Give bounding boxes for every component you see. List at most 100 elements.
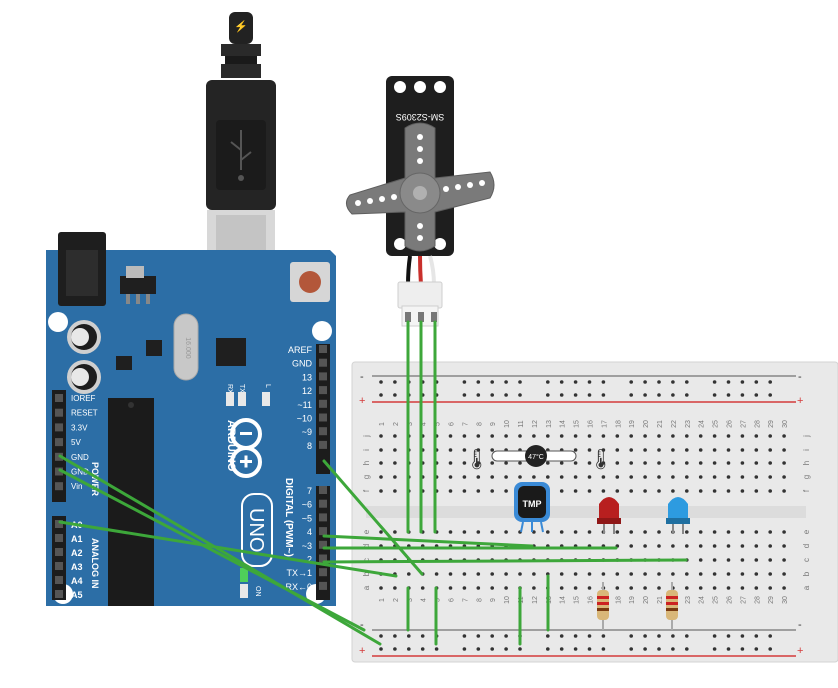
digital-pin-socket[interactable]	[319, 386, 327, 395]
rail-hole[interactable]	[546, 380, 550, 384]
breadboard-hole[interactable]	[754, 572, 759, 576]
rail-hole[interactable]	[379, 393, 383, 397]
digital-pin-socket[interactable]	[319, 440, 327, 449]
breadboard-hole[interactable]	[671, 448, 675, 452]
breadboard-hole[interactable]	[615, 586, 620, 590]
breadboard-hole[interactable]	[740, 544, 745, 548]
breadboard-hole[interactable]	[601, 448, 606, 452]
breadboard-hole[interactable]	[768, 572, 772, 576]
breadboard-hole[interactable]	[379, 434, 383, 438]
breadboard-hole[interactable]	[546, 530, 550, 534]
analog-pin-socket[interactable]	[55, 534, 63, 542]
rail-hole[interactable]	[726, 380, 731, 384]
breadboard-hole[interactable]	[393, 586, 397, 590]
rail-hole[interactable]	[476, 647, 481, 651]
breadboard-hole[interactable]	[504, 434, 508, 438]
breadboard-hole[interactable]	[782, 489, 786, 493]
breadboard-hole[interactable]	[782, 572, 786, 576]
rail-hole[interactable]	[434, 647, 439, 651]
rail-hole[interactable]	[768, 393, 772, 397]
breadboard-hole[interactable]	[587, 448, 592, 452]
rail-hole[interactable]	[462, 393, 467, 397]
rail-hole[interactable]	[629, 634, 633, 638]
breadboard-hole[interactable]	[448, 586, 453, 590]
digital-pin-socket[interactable]	[319, 527, 327, 536]
breadboard-hole[interactable]	[712, 558, 717, 562]
breadboard-hole[interactable]	[768, 448, 772, 452]
digital-pin-socket[interactable]	[319, 427, 327, 436]
breadboard-hole[interactable]	[504, 461, 508, 465]
breadboard-hole[interactable]	[671, 461, 675, 465]
resistor-2[interactable]	[666, 582, 678, 630]
breadboard-hole[interactable]	[698, 530, 703, 534]
breadboard-hole[interactable]	[629, 530, 633, 534]
digital-pin-socket[interactable]	[319, 554, 327, 563]
breadboard-hole[interactable]	[643, 586, 647, 590]
breadboard-hole[interactable]	[698, 544, 703, 548]
breadboard-hole[interactable]	[420, 586, 425, 590]
servo-motor[interactable]: SM-S2309S	[346, 76, 495, 327]
breadboard-hole[interactable]	[518, 461, 522, 465]
breadboard-hole[interactable]	[601, 475, 606, 479]
rail-hole[interactable]	[685, 647, 689, 651]
rail-hole[interactable]	[393, 634, 397, 638]
breadboard-hole[interactable]	[476, 489, 481, 493]
digital-pin-socket[interactable]	[319, 499, 327, 508]
digital-pin-socket[interactable]	[319, 486, 327, 494]
breadboard-hole[interactable]	[559, 530, 564, 534]
breadboard-hole[interactable]	[740, 475, 745, 479]
power-pin-socket[interactable]	[55, 438, 63, 447]
rail-hole[interactable]	[740, 380, 745, 384]
breadboard-hole[interactable]	[587, 475, 592, 479]
rail-hole[interactable]	[573, 647, 578, 651]
analog-pin-socket[interactable]	[55, 562, 63, 570]
breadboard-hole[interactable]	[643, 434, 647, 438]
wires[interactable]	[58, 320, 688, 646]
breadboard-hole[interactable]	[379, 489, 383, 493]
breadboard-hole[interactable]	[643, 475, 647, 479]
breadboard-hole[interactable]	[685, 461, 689, 465]
rail-hole[interactable]	[504, 393, 508, 397]
breadboard-hole[interactable]	[629, 461, 633, 465]
digital-pin-socket[interactable]	[319, 399, 327, 408]
breadboard-hole[interactable]	[504, 475, 508, 479]
breadboard-hole[interactable]	[685, 572, 689, 576]
breadboard-hole[interactable]	[448, 448, 453, 452]
breadboard-hole[interactable]	[698, 572, 703, 576]
breadboard-hole[interactable]	[379, 475, 383, 479]
rail-hole[interactable]	[490, 380, 495, 384]
rail-hole[interactable]	[740, 393, 745, 397]
rail-hole[interactable]	[768, 634, 772, 638]
resistor-1[interactable]	[597, 582, 609, 630]
rail-hole[interactable]	[546, 647, 550, 651]
breadboard-hole[interactable]	[657, 530, 661, 534]
breadboard-hole[interactable]	[476, 448, 481, 452]
breadboard-hole[interactable]	[462, 586, 467, 590]
breadboard-hole[interactable]	[712, 586, 717, 590]
rail-hole[interactable]	[420, 634, 425, 638]
breadboard-hole[interactable]	[490, 586, 495, 590]
breadboard-hole[interactable]	[685, 475, 689, 479]
digital-pin-socket[interactable]	[319, 413, 327, 422]
power-pin-socket[interactable]	[55, 394, 63, 402]
rail-hole[interactable]	[740, 647, 745, 651]
breadboard-hole[interactable]	[726, 572, 731, 576]
breadboard-hole[interactable]	[559, 489, 564, 493]
breadboard-hole[interactable]	[782, 530, 786, 534]
breadboard-hole[interactable]	[740, 572, 745, 576]
rail-hole[interactable]	[379, 380, 383, 384]
breadboard-hole[interactable]	[490, 448, 495, 452]
breadboard-hole[interactable]	[587, 434, 592, 438]
breadboard-hole[interactable]	[601, 489, 606, 493]
breadboard-hole[interactable]	[698, 461, 703, 465]
rail-hole[interactable]	[726, 634, 731, 638]
rail-hole[interactable]	[559, 393, 564, 397]
rail-hole[interactable]	[768, 380, 772, 384]
rail-hole[interactable]	[587, 380, 592, 384]
breadboard-hole[interactable]	[629, 572, 633, 576]
breadboard-hole[interactable]	[643, 544, 647, 548]
breadboard-hole[interactable]	[657, 461, 661, 465]
rail-hole[interactable]	[685, 393, 689, 397]
breadboard-hole[interactable]	[573, 572, 578, 576]
breadboard-hole[interactable]	[685, 448, 689, 452]
